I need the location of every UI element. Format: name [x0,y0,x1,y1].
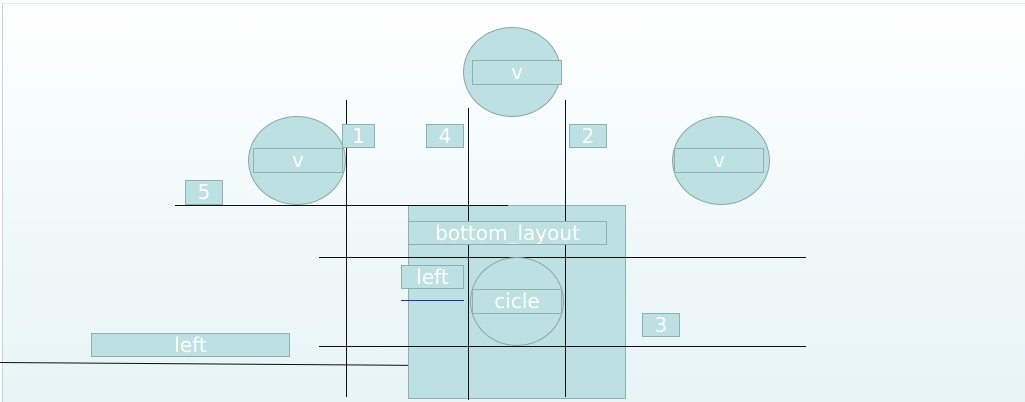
label-left-inner: left [401,265,464,289]
label-2: 2 [569,124,607,148]
guide-line-h-top [175,205,508,206]
guide-line-h-mid [319,257,806,258]
label-1: 1 [342,124,375,148]
label-3: 3 [642,313,680,337]
guide-line-v-1 [346,100,347,397]
accent-line [401,300,464,301]
label-left-outer: left [91,333,290,357]
guide-line-v-2 [565,100,566,397]
label-bottom-layout: bottom_layout [408,221,607,245]
label-cicle: cicle [472,289,562,314]
guide-line-v-4 [468,108,469,400]
label-v-left: v [253,148,343,173]
label-4: 4 [426,124,464,148]
label-v-right: v [674,148,764,173]
label-v-top: v [472,60,562,85]
guide-line-h-low [319,346,806,347]
label-5: 5 [185,180,223,205]
